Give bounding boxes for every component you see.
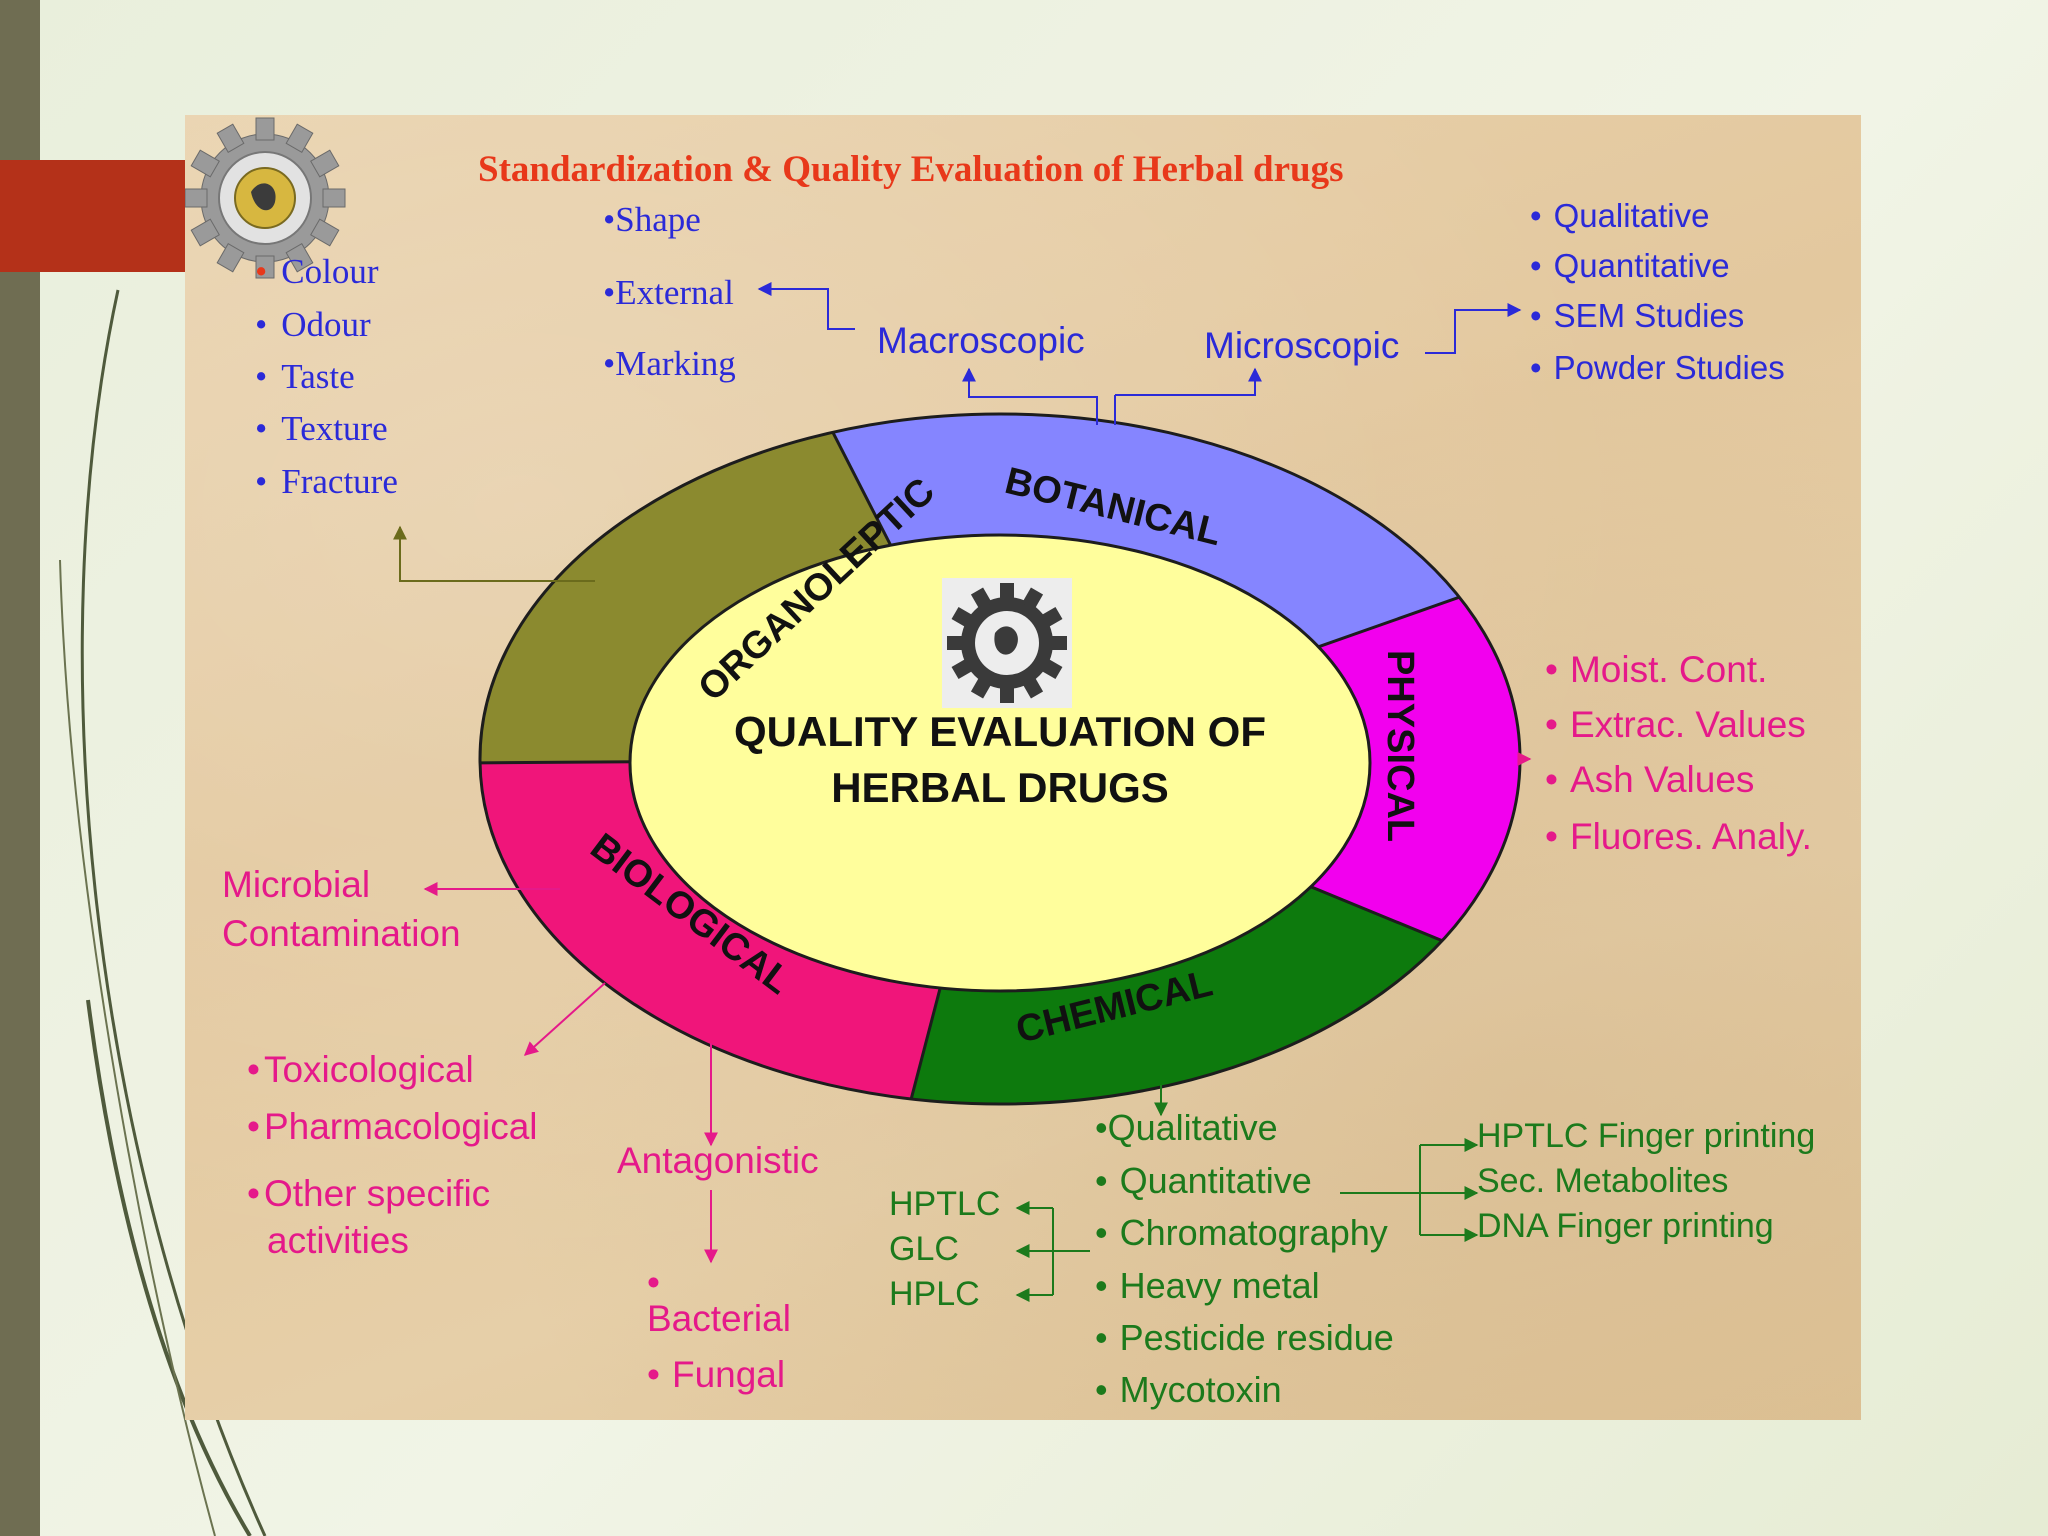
- label-physical: PHYSICAL: [1379, 650, 1421, 842]
- microbial-line2: Contamination: [222, 913, 461, 954]
- chromatography-method: HPLC: [889, 1275, 980, 1313]
- chromatography-methods: HPTLC GLC HPLC: [889, 1185, 1000, 1313]
- biological-item-cont: activities: [267, 1220, 409, 1261]
- macroscopic-list: •Shape •External •Marking: [603, 200, 736, 383]
- microscopic-label: Microscopic: [1204, 325, 1399, 366]
- chromatography-method: HPTLC: [889, 1185, 1000, 1223]
- physical-item: •Extrac. Values: [1545, 704, 1806, 745]
- biological-list: •Toxicological •Pharmacological •Other s…: [247, 1049, 538, 1261]
- chromatography-method: GLC: [889, 1230, 959, 1268]
- microscopic-to-list-arrow: [1425, 303, 1522, 354]
- quantitative-list: HPTLC Finger printing Sec. Metabolites D…: [1477, 1117, 1815, 1245]
- physical-item: •Fluores. Analy.: [1545, 816, 1812, 857]
- center-title-line2: HERBAL DRUGS: [831, 764, 1169, 811]
- toxicological-arrow: [523, 982, 606, 1056]
- chemical-item: •Chromatography: [1095, 1212, 1388, 1253]
- macroscopic-item: •Marking: [603, 344, 736, 383]
- organoleptic-arrow: [393, 525, 595, 582]
- red-accent-tab: [0, 160, 185, 272]
- physical-list: •Moist. Cont. •Extrac. Values •Ash Value…: [1545, 649, 1812, 857]
- physical-item: •Moist. Cont.: [1545, 649, 1767, 690]
- macroscopic-item: •External: [603, 273, 734, 312]
- biological-item: •Toxicological: [247, 1049, 474, 1090]
- chemical-item: •Mycotoxin: [1095, 1369, 1282, 1410]
- antagonistic-item: •Fungal: [647, 1354, 785, 1395]
- organoleptic-item: •Colour: [255, 252, 379, 291]
- center-title-line1: QUALITY EVALUATION OF: [734, 708, 1266, 755]
- chemical-item: •Pesticide residue: [1095, 1317, 1394, 1358]
- organoleptic-item: •Odour: [255, 305, 371, 344]
- antagonistic-list: • Bacterial •Fungal: [647, 1262, 791, 1395]
- quantitative-item: Sec. Metabolites: [1477, 1162, 1728, 1200]
- organoleptic-item: •Fracture: [255, 462, 398, 501]
- antagonistic-label: Antagonistic: [617, 1140, 819, 1181]
- microscopic-item: •Qualitative: [1530, 197, 1709, 234]
- center-ellipse: [628, 533, 1372, 993]
- chemical-list: •Qualitative •Quantitative •Chromatograp…: [1095, 1107, 1394, 1410]
- botanical-branch-arrows: [962, 367, 1262, 425]
- quantitative-item: HPTLC Finger printing: [1477, 1117, 1815, 1155]
- microscopic-item: •Quantitative: [1530, 247, 1730, 284]
- chemical-item: •Quantitative: [1095, 1160, 1312, 1201]
- microscopic-list: •Qualitative •Quantitative •SEM Studies …: [1530, 197, 1785, 386]
- biological-item: •Other specific: [247, 1173, 490, 1214]
- macroscopic-to-external-arrow: [757, 282, 855, 330]
- quantitative-item: DNA Finger printing: [1477, 1207, 1774, 1245]
- csir-gear-logo-icon: [942, 578, 1072, 708]
- macroscopic-label: Macroscopic: [877, 320, 1085, 361]
- quantitative-arrows: [1340, 1138, 1479, 1242]
- macroscopic-item: •Shape: [603, 200, 701, 239]
- organoleptic-item: •Texture: [255, 409, 388, 448]
- microscopic-item: •SEM Studies: [1530, 297, 1744, 334]
- diagram-panel: Standardization & Quality Evaluation of …: [185, 115, 1861, 1420]
- organoleptic-item: •Taste: [255, 357, 355, 396]
- antagonistic-bullet: •: [647, 1262, 660, 1303]
- physical-item: •Ash Values: [1545, 759, 1754, 800]
- gear-emblem-logo-icon: [185, 115, 375, 308]
- page-title: Standardization & Quality Evaluation of …: [478, 149, 1344, 190]
- chemical-item: •Heavy metal: [1095, 1265, 1320, 1306]
- antagonistic-item: Bacterial: [647, 1298, 791, 1339]
- chemical-item: •Qualitative: [1095, 1107, 1278, 1148]
- biological-item: •Pharmacological: [247, 1106, 538, 1147]
- organoleptic-list: •Colour •Odour •Taste •Texture •Fracture: [255, 252, 398, 501]
- chromatography-arrows: [1015, 1201, 1090, 1302]
- quality-evaluation-diagram: Standardization & Quality Evaluation of …: [185, 115, 1815, 1410]
- microscopic-item: •Powder Studies: [1530, 349, 1785, 386]
- microbial-line1: Microbial: [222, 864, 370, 905]
